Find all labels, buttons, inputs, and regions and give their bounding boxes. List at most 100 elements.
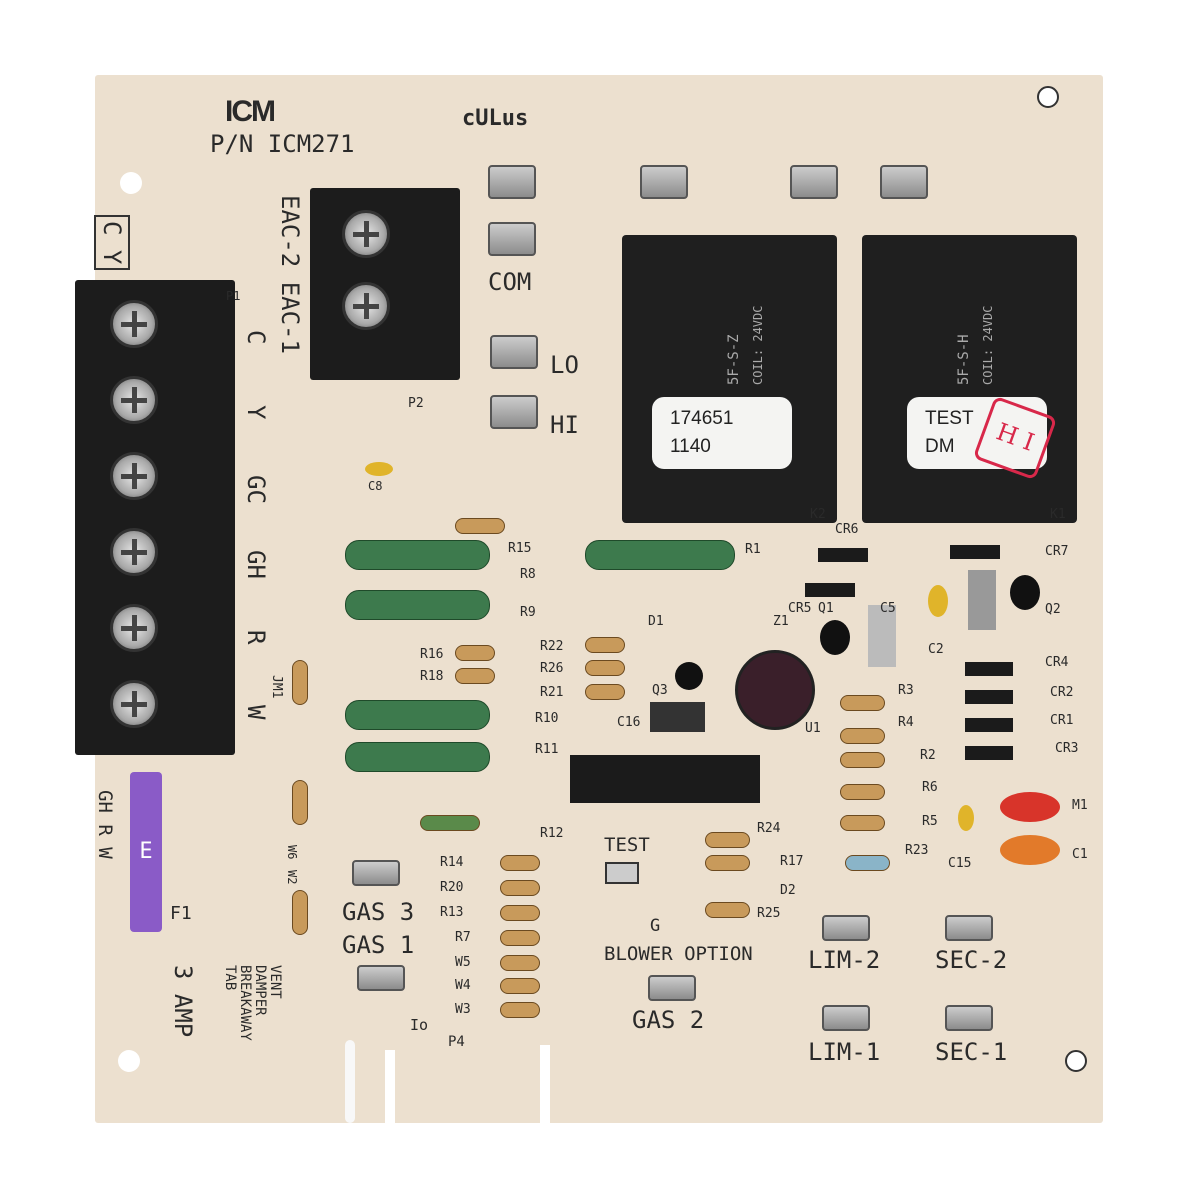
ref-label: Q2: [1045, 602, 1061, 617]
com-terminal[interactable]: [488, 222, 536, 256]
ref-label: Z1: [773, 614, 789, 629]
sec-2-terminal[interactable]: [945, 915, 993, 941]
eac-terminal-block[interactable]: [310, 188, 460, 380]
capacitor: [968, 570, 996, 630]
mounting-hole: [120, 172, 142, 194]
ref-label: R11: [535, 742, 559, 757]
test-label: TEST: [604, 834, 650, 856]
f1-label: F1: [170, 903, 192, 924]
sec-1-terminal[interactable]: [945, 1005, 993, 1031]
resistor: [455, 668, 495, 684]
capacitor-c5: [868, 605, 896, 667]
mounting-hole: [1065, 1050, 1087, 1072]
lim-2-terminal[interactable]: [822, 915, 870, 941]
ref-label: CR1: [1050, 713, 1074, 728]
mounting-hole: [118, 1050, 140, 1072]
ref-label: CR3: [1055, 741, 1079, 756]
ref-label: C16: [617, 715, 641, 730]
pin-label-r: R: [242, 630, 270, 645]
sec-2-label: SEC-2: [935, 946, 1008, 974]
lim-1-terminal[interactable]: [822, 1005, 870, 1031]
resistor-r24: [705, 832, 750, 848]
ref-label: R7: [455, 930, 471, 945]
ic-u1: [570, 755, 760, 803]
ref-label: R17: [780, 854, 804, 869]
pin-label-y: Y: [242, 405, 270, 420]
gas-1-label: GAS 1: [342, 931, 415, 959]
lim-1-label: LIM-1: [808, 1038, 881, 1066]
spade-terminal[interactable]: [880, 165, 928, 199]
resistor-r20: [500, 880, 540, 896]
ref-label: R26: [540, 661, 564, 676]
ref-label: R2: [920, 748, 936, 763]
ref-label: R8: [520, 567, 536, 582]
resistor-r6: [840, 784, 885, 800]
gas-1-terminal[interactable]: [357, 965, 405, 991]
resistor-r17: [705, 855, 750, 871]
sticker-line: DM: [925, 436, 955, 457]
resistor-r23: [845, 855, 890, 871]
ref-label: C1: [1072, 847, 1088, 862]
screw-terminal-gc[interactable]: [110, 452, 158, 500]
ref-label: CR4: [1045, 655, 1069, 670]
relay-k2: 5F-S-Z COIL: 24VDC 174651 1140: [622, 235, 837, 523]
ref-label: W2: [285, 870, 299, 885]
diode-cr5: [805, 583, 855, 597]
fuse[interactable]: E: [130, 772, 162, 932]
ref-label: R10: [535, 711, 559, 726]
relay-k2-model: 5F-S-Z: [726, 334, 742, 385]
screw-terminal-gh[interactable]: [110, 528, 158, 576]
ref-label: W6: [285, 845, 299, 860]
pin-label-gc: GC: [242, 475, 270, 504]
breakaway-tab-slot: [345, 1040, 355, 1123]
screw-terminal-w[interactable]: [110, 680, 158, 728]
gas-2-terminal[interactable]: [648, 975, 696, 1001]
gas-3-terminal[interactable]: [352, 860, 400, 886]
ref-label: U1: [805, 721, 821, 736]
ref-label: CR5: [788, 601, 812, 616]
resistor-r25: [705, 902, 750, 918]
screw-terminal[interactable]: [342, 282, 390, 330]
relay-k1-coil: COIL: 24VDC: [981, 305, 995, 385]
resistor: [585, 684, 625, 700]
transistor-q3: [675, 662, 703, 690]
lo-terminal[interactable]: [490, 335, 538, 369]
resistor-w3: [500, 1002, 540, 1018]
k1-label: K1: [1050, 507, 1066, 522]
ref-label: R15: [508, 541, 532, 556]
ref-label: R23: [905, 843, 929, 858]
test-pins[interactable]: [605, 862, 639, 884]
sticker-line: 1140: [670, 436, 711, 457]
ref-label: R18: [420, 669, 444, 684]
capacitor-c1: [1000, 835, 1060, 865]
ref-label: R9: [520, 605, 536, 620]
thermostat-terminal-block[interactable]: [75, 280, 235, 755]
ref-label: R24: [757, 821, 781, 836]
spade-terminal[interactable]: [488, 165, 536, 199]
sec-1-label: SEC-1: [935, 1038, 1008, 1066]
power-resistor-r9: [345, 590, 490, 620]
screw-terminal-r[interactable]: [110, 604, 158, 652]
power-resistor-r10: [345, 700, 490, 730]
p4-label: P4: [448, 1034, 465, 1050]
ref-label: C8: [368, 479, 383, 493]
transistor-q1: [820, 620, 850, 655]
screw-terminal-c[interactable]: [110, 300, 158, 348]
resistor-r14: [500, 855, 540, 871]
screw-terminal[interactable]: [342, 210, 390, 258]
com-label: COM: [488, 268, 532, 296]
board-slot: [385, 1050, 395, 1123]
ul-logo: cULus: [462, 106, 529, 131]
screw-terminal-y[interactable]: [110, 376, 158, 424]
pin-label-gh: GH: [242, 550, 270, 579]
diode-cr7: [950, 545, 1000, 559]
spade-terminal[interactable]: [640, 165, 688, 199]
relay-k2-sticker: 174651 1140: [652, 397, 792, 469]
resistor: [840, 752, 885, 768]
hi-terminal[interactable]: [490, 395, 538, 429]
diode-cr4: [965, 662, 1013, 676]
capacitor-c15: [958, 805, 974, 831]
ref-label: R16: [420, 647, 444, 662]
spade-terminal[interactable]: [790, 165, 838, 199]
ref-label: R1: [745, 542, 761, 557]
